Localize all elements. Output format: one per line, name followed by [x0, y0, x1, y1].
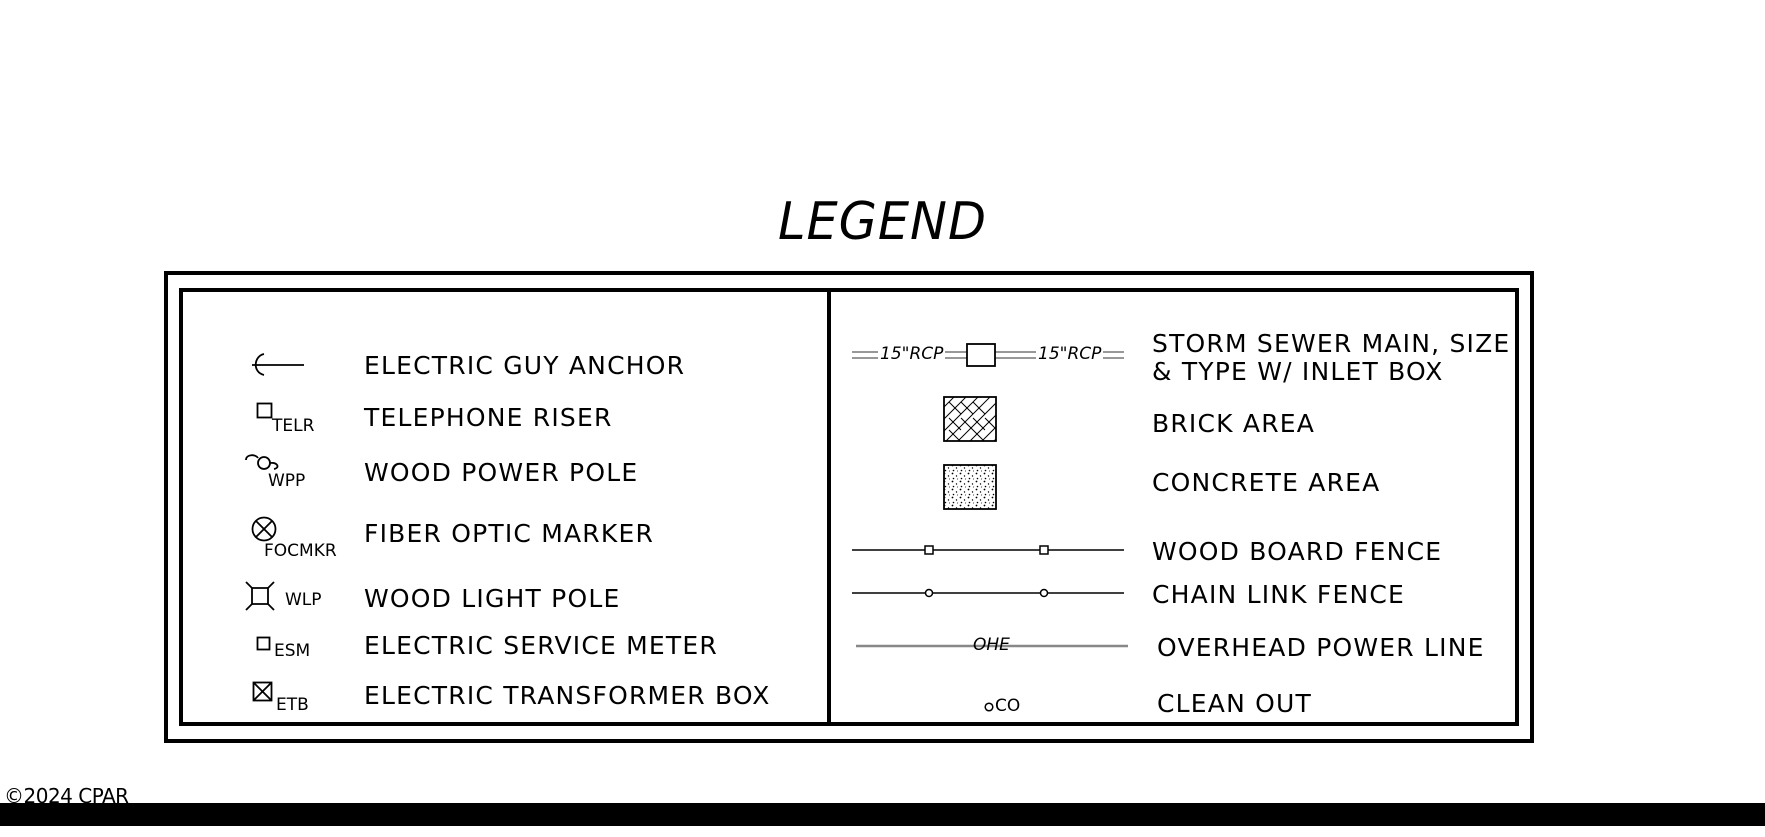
symbol-tag: ESM [274, 641, 311, 661]
legend-outer-frame [164, 271, 1534, 743]
copyright-watermark: ©2024 CPAR [4, 784, 129, 808]
wood-fence-line-icon [852, 545, 1124, 555]
legend-label: BRICK AREA [1152, 409, 1316, 438]
symbol-tag: WPP [268, 471, 306, 491]
square-icon [256, 636, 271, 651]
symbol-tag: CO [995, 696, 1021, 716]
pipe-label: 15"RCP [1036, 344, 1104, 364]
symbol-tag: TELR [272, 416, 315, 436]
light-pole-icon [245, 581, 275, 611]
square-icon [256, 402, 273, 419]
concrete-stipple-icon [943, 464, 997, 510]
legend-label: FIBER OPTIC MARKER [364, 519, 655, 548]
legend-inner-frame [179, 288, 1519, 726]
legend-label: WOOD POWER POLE [364, 458, 639, 487]
line-label: OHE [973, 635, 1010, 655]
legend-label: CHAIN LINK FENCE [1152, 580, 1406, 609]
symbol-tag: ETB [276, 695, 309, 715]
small-circle-icon [984, 702, 994, 712]
legend-label: WOOD BOARD FENCE [1152, 537, 1443, 566]
bottom-border-bar [0, 803, 1765, 826]
legend-label: ELECTRIC GUY ANCHOR [364, 351, 686, 380]
brick-hatch-icon [943, 396, 997, 442]
power-pole-icon [245, 454, 279, 470]
symbol-tag: FOCMKR [264, 541, 337, 561]
legend-title: LEGEND [778, 192, 987, 252]
symbol-tag: WLP [285, 590, 322, 610]
legend-label: CONCRETE AREA [1152, 468, 1381, 497]
chain-link-line-icon [852, 588, 1124, 598]
column-divider [827, 288, 831, 726]
pipe-label: 15"RCP [878, 344, 946, 364]
legend-label: ELECTRIC TRANSFORMER BOX [364, 681, 771, 710]
legend-label: OVERHEAD POWER LINE [1157, 633, 1485, 662]
overhead-line-icon [856, 644, 1128, 648]
legend-label: WOOD LIGHT POLE [364, 584, 621, 613]
guy-anchor-icon [252, 353, 304, 376]
legend-label: STORM SEWER MAIN, SIZE & TYPE W/ INLET B… [1152, 329, 1511, 386]
legend-label: TELEPHONE RISER [364, 403, 613, 432]
circle-x-icon [251, 516, 277, 542]
boxed-x-icon [252, 681, 273, 702]
legend-label: CLEAN OUT [1157, 689, 1312, 718]
legend-label: ELECTRIC SERVICE METER [364, 631, 718, 660]
